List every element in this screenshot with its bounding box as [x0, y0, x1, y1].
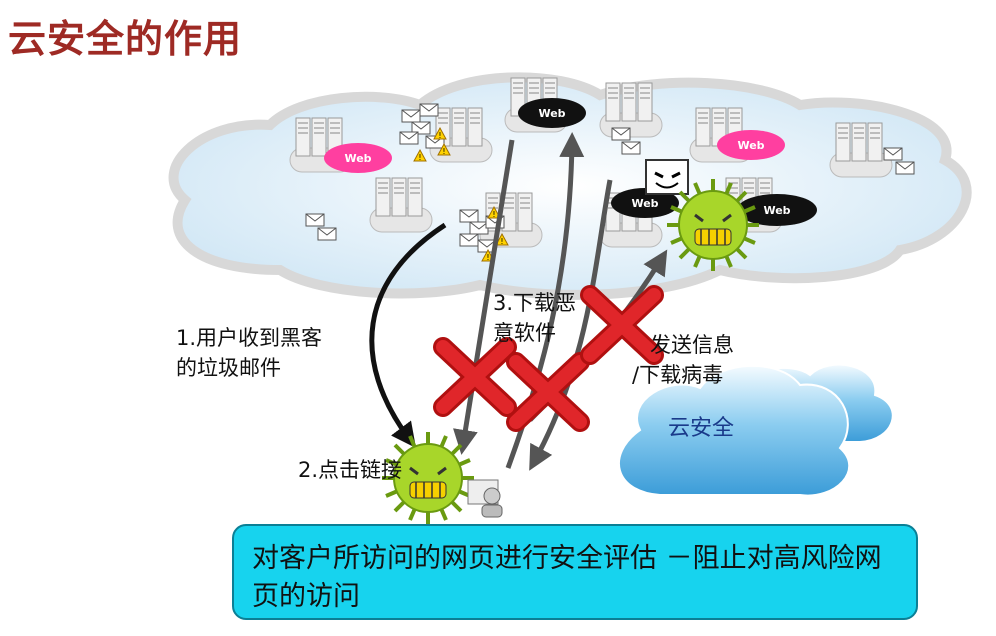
step1-label: 1.用户收到黑客 的垃圾邮件: [176, 323, 322, 383]
cloud-security-label: 云安全: [668, 416, 734, 441]
web-label: Web: [538, 107, 565, 120]
step3-label: 3.下载恶 意软件: [493, 288, 576, 348]
step1-line2: 的垃圾邮件: [176, 356, 281, 380]
virus-icon-cloud: [665, 177, 761, 273]
web-node-3: Web: [717, 130, 785, 160]
block-cross-icon-2: [516, 362, 580, 422]
summary-callout: 对客户所访问的网页进行安全评估 －阻止对高风险网页的访问: [232, 524, 918, 620]
cloud-security-cloud: 云安全: [617, 363, 894, 497]
flow-arrows: [369, 132, 668, 471]
web-label: Web: [737, 139, 764, 152]
web-label: Web: [631, 197, 658, 210]
step4-label: 发送信息 /下载病毒: [632, 330, 734, 390]
web-label: Web: [344, 152, 371, 165]
web-node-5: Web: [737, 194, 817, 226]
web-node-1: Web: [324, 143, 392, 173]
web-label: Web: [763, 204, 790, 217]
web-node-2: Web: [518, 98, 586, 128]
step4-line1: 发送信息: [650, 333, 734, 357]
page-title: 云安全的作用: [8, 17, 243, 61]
step3-line2: 意软件: [493, 321, 556, 345]
hacker-monitor-icon: [645, 159, 689, 195]
step4-line2: /下载病毒: [632, 363, 724, 387]
step2-label: 2.点击链接: [298, 458, 403, 482]
user-computer-icon: [467, 479, 503, 518]
step1-line1: 1.用户收到黑客: [176, 326, 323, 350]
web-node-4: Web: [611, 188, 679, 218]
step3-line1: 3.下载恶: [493, 291, 577, 315]
